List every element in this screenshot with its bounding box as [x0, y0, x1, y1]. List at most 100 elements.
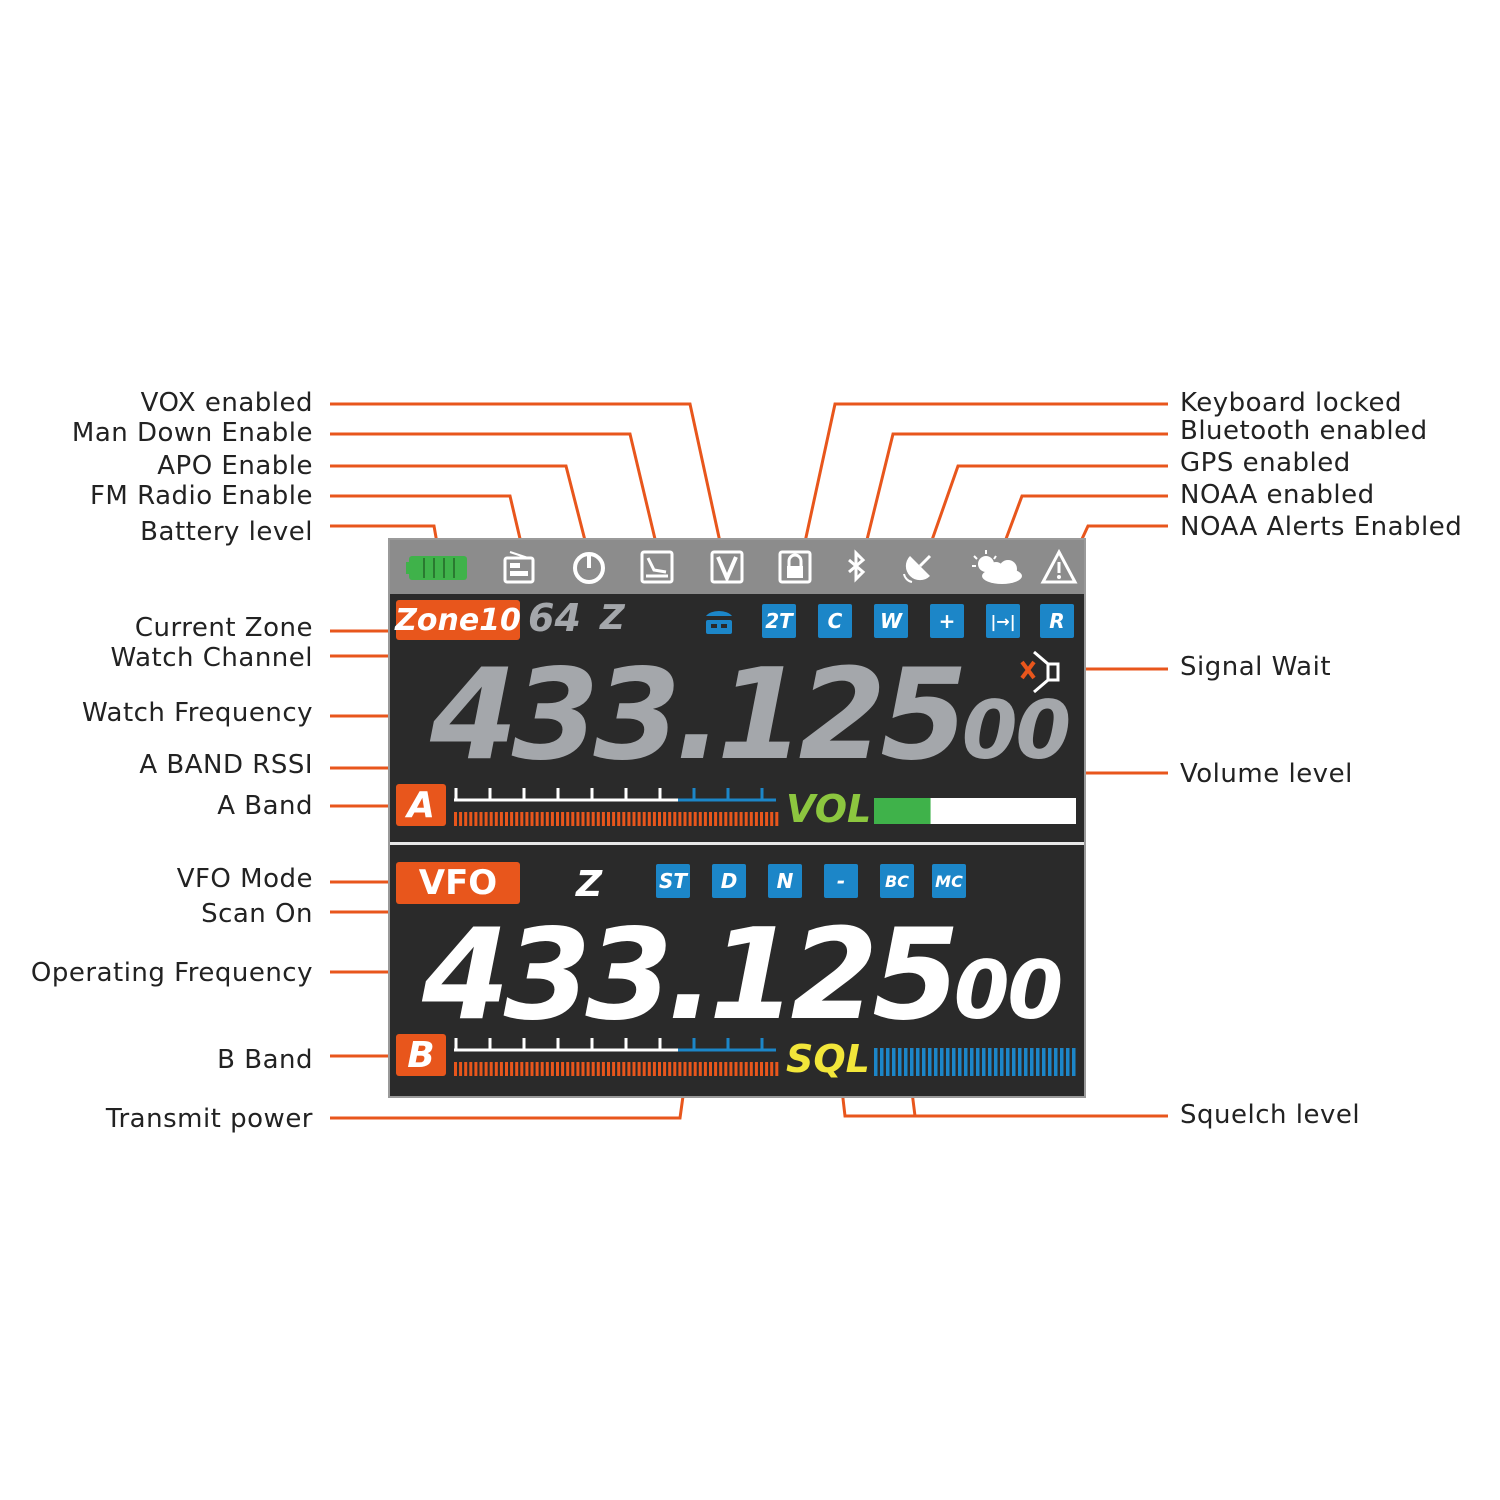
operating-frequency: 433.12500 — [422, 912, 1063, 1038]
b-power-bar-segment — [703, 1062, 707, 1076]
a-band-rssi-meter — [454, 788, 779, 826]
a-rssi-bar-segment — [525, 812, 529, 826]
squelch-bar — [874, 1048, 1076, 1076]
label-bluetooth: Bluetooth enabled — [1180, 416, 1428, 446]
b-power-bar-segment — [474, 1062, 478, 1076]
a-rssi-bar-segment — [775, 812, 779, 826]
a-rssi-bar-segment — [724, 812, 728, 826]
b-power-bar-segment — [668, 1062, 672, 1076]
noaa-icon — [966, 548, 1026, 586]
b-power-bar-segment — [760, 1062, 763, 1076]
b-power-bar-segment — [724, 1062, 728, 1076]
squelch-bar-segment — [958, 1048, 962, 1076]
b-power-bar-segment — [601, 1062, 605, 1076]
b-btn-minus: - — [824, 864, 858, 898]
a-rssi-bar-segment — [719, 812, 723, 826]
a-rssi-bar-segment — [637, 812, 641, 826]
a-rssi-bar-segment — [678, 812, 682, 826]
b-power-bar-segment — [754, 1062, 758, 1076]
gps-icon — [900, 548, 938, 586]
squelch-bar-segment — [904, 1048, 908, 1076]
squelch-bar-segment — [922, 1048, 926, 1076]
label-operating-frequency: Operating Frequency — [30, 958, 313, 988]
a-rssi-bar-segment — [617, 812, 621, 826]
a-rssi-bar-segment — [581, 812, 585, 826]
a-rssi-bar-segment — [535, 812, 539, 826]
a-btn-2t: 2T — [762, 604, 796, 638]
a-rssi-bar-segment — [770, 812, 774, 826]
b-power-bar-segment — [469, 1062, 473, 1076]
sql-label: SQL — [786, 1037, 870, 1081]
b-power-bar-segment — [586, 1062, 590, 1076]
b-power-bar-segment — [581, 1062, 585, 1076]
line-apo — [330, 464, 592, 561]
line-noaa — [998, 494, 1168, 556]
a-btn-r: R — [1040, 604, 1074, 638]
a-rssi-bar-segment — [714, 812, 718, 826]
b-power-bar-segment — [698, 1062, 702, 1076]
b-power-bar-segment — [719, 1062, 723, 1076]
label-current-zone: Current Zone — [134, 613, 313, 643]
b-power-bar-segment — [489, 1062, 493, 1076]
status-bar — [390, 540, 1084, 594]
squelch-bar-segment — [916, 1048, 920, 1076]
a-rssi-bar-segment — [642, 812, 646, 826]
label-watch-frequency: Watch Frequency — [81, 698, 313, 728]
line-vox — [330, 402, 727, 566]
label-noaa: NOAA enabled — [1180, 480, 1375, 510]
label-signal-wait: Signal Wait — [1180, 652, 1332, 682]
label-volume-level: Volume level — [1180, 759, 1353, 789]
label-keyboard-locked: Keyboard locked — [1180, 388, 1403, 418]
a-rssi-bar-segment — [627, 812, 631, 826]
a-rssi-bar-segment — [505, 812, 508, 826]
radio-display: Zone10 64 Z 2T C W + |→| R 433.12500 A V… — [388, 538, 1086, 1098]
transmit-power-meter — [454, 1038, 779, 1076]
b-btn-n: N — [768, 864, 802, 898]
op-scan-indicator: Z — [576, 864, 603, 905]
a-rssi-bar-segment — [484, 812, 488, 826]
label-vfo-mode: VFO Mode — [176, 864, 313, 894]
a-rssi-bar-segment — [479, 812, 483, 826]
b-power-bar-segment — [658, 1062, 661, 1076]
squelch-bar-segment — [994, 1048, 998, 1076]
b-power-bar-segment — [530, 1062, 534, 1076]
a-rssi-bar-segment — [658, 812, 661, 826]
squelch-bar-segment — [1036, 1048, 1040, 1076]
label-apo: APO Enable — [157, 451, 313, 481]
a-rssi-bar-segment — [760, 812, 763, 826]
a-rssi-bar-segment — [545, 812, 549, 826]
watch-frequency-main: 433.125 — [430, 641, 968, 788]
b-power-bar-segment — [550, 1062, 554, 1076]
label-fm-radio: FM Radio Enable — [89, 481, 313, 511]
label-b-band: B Band — [217, 1045, 313, 1075]
b-power-bar-segment — [652, 1062, 656, 1076]
a-rssi-bar-segment — [540, 812, 544, 826]
squelch-bar-segment — [1054, 1048, 1058, 1076]
a-rssi-bar-segment — [586, 812, 590, 826]
a-rssi-bar-segment — [494, 812, 498, 826]
b-power-bar-segment — [571, 1062, 575, 1076]
b-power-bar-segment — [525, 1062, 529, 1076]
b-power-bar-segment — [556, 1062, 559, 1076]
label-battery: Battery level — [140, 517, 313, 547]
label-transmit-power: Transmit power — [105, 1104, 313, 1134]
a-rssi-bar-segment — [652, 812, 656, 826]
b-power-bar-segment — [693, 1062, 697, 1076]
watch-frequency: 433.12500 — [430, 652, 1071, 778]
b-power-bar-segment — [535, 1062, 539, 1076]
a-btn-plus: + — [930, 604, 964, 638]
a-btn-offset: |→| — [986, 604, 1020, 638]
a-rssi-bar-segment — [734, 812, 738, 826]
a-rssi-bar-segment — [474, 812, 478, 826]
a-rssi-bar-segment — [709, 812, 712, 826]
a-rssi-bar-segment — [622, 812, 626, 826]
b-power-bar-segment — [632, 1062, 636, 1076]
b-power-bar-segment — [510, 1062, 514, 1076]
b-power-bar-segment — [515, 1062, 519, 1076]
a-rssi-bar-segment — [515, 812, 519, 826]
apo-icon — [570, 548, 608, 586]
b-power-bar-segment — [642, 1062, 646, 1076]
b-power-bar-segment — [494, 1062, 498, 1076]
squelch-bar-segment — [988, 1048, 992, 1076]
squelch-bar-segment — [898, 1048, 902, 1076]
